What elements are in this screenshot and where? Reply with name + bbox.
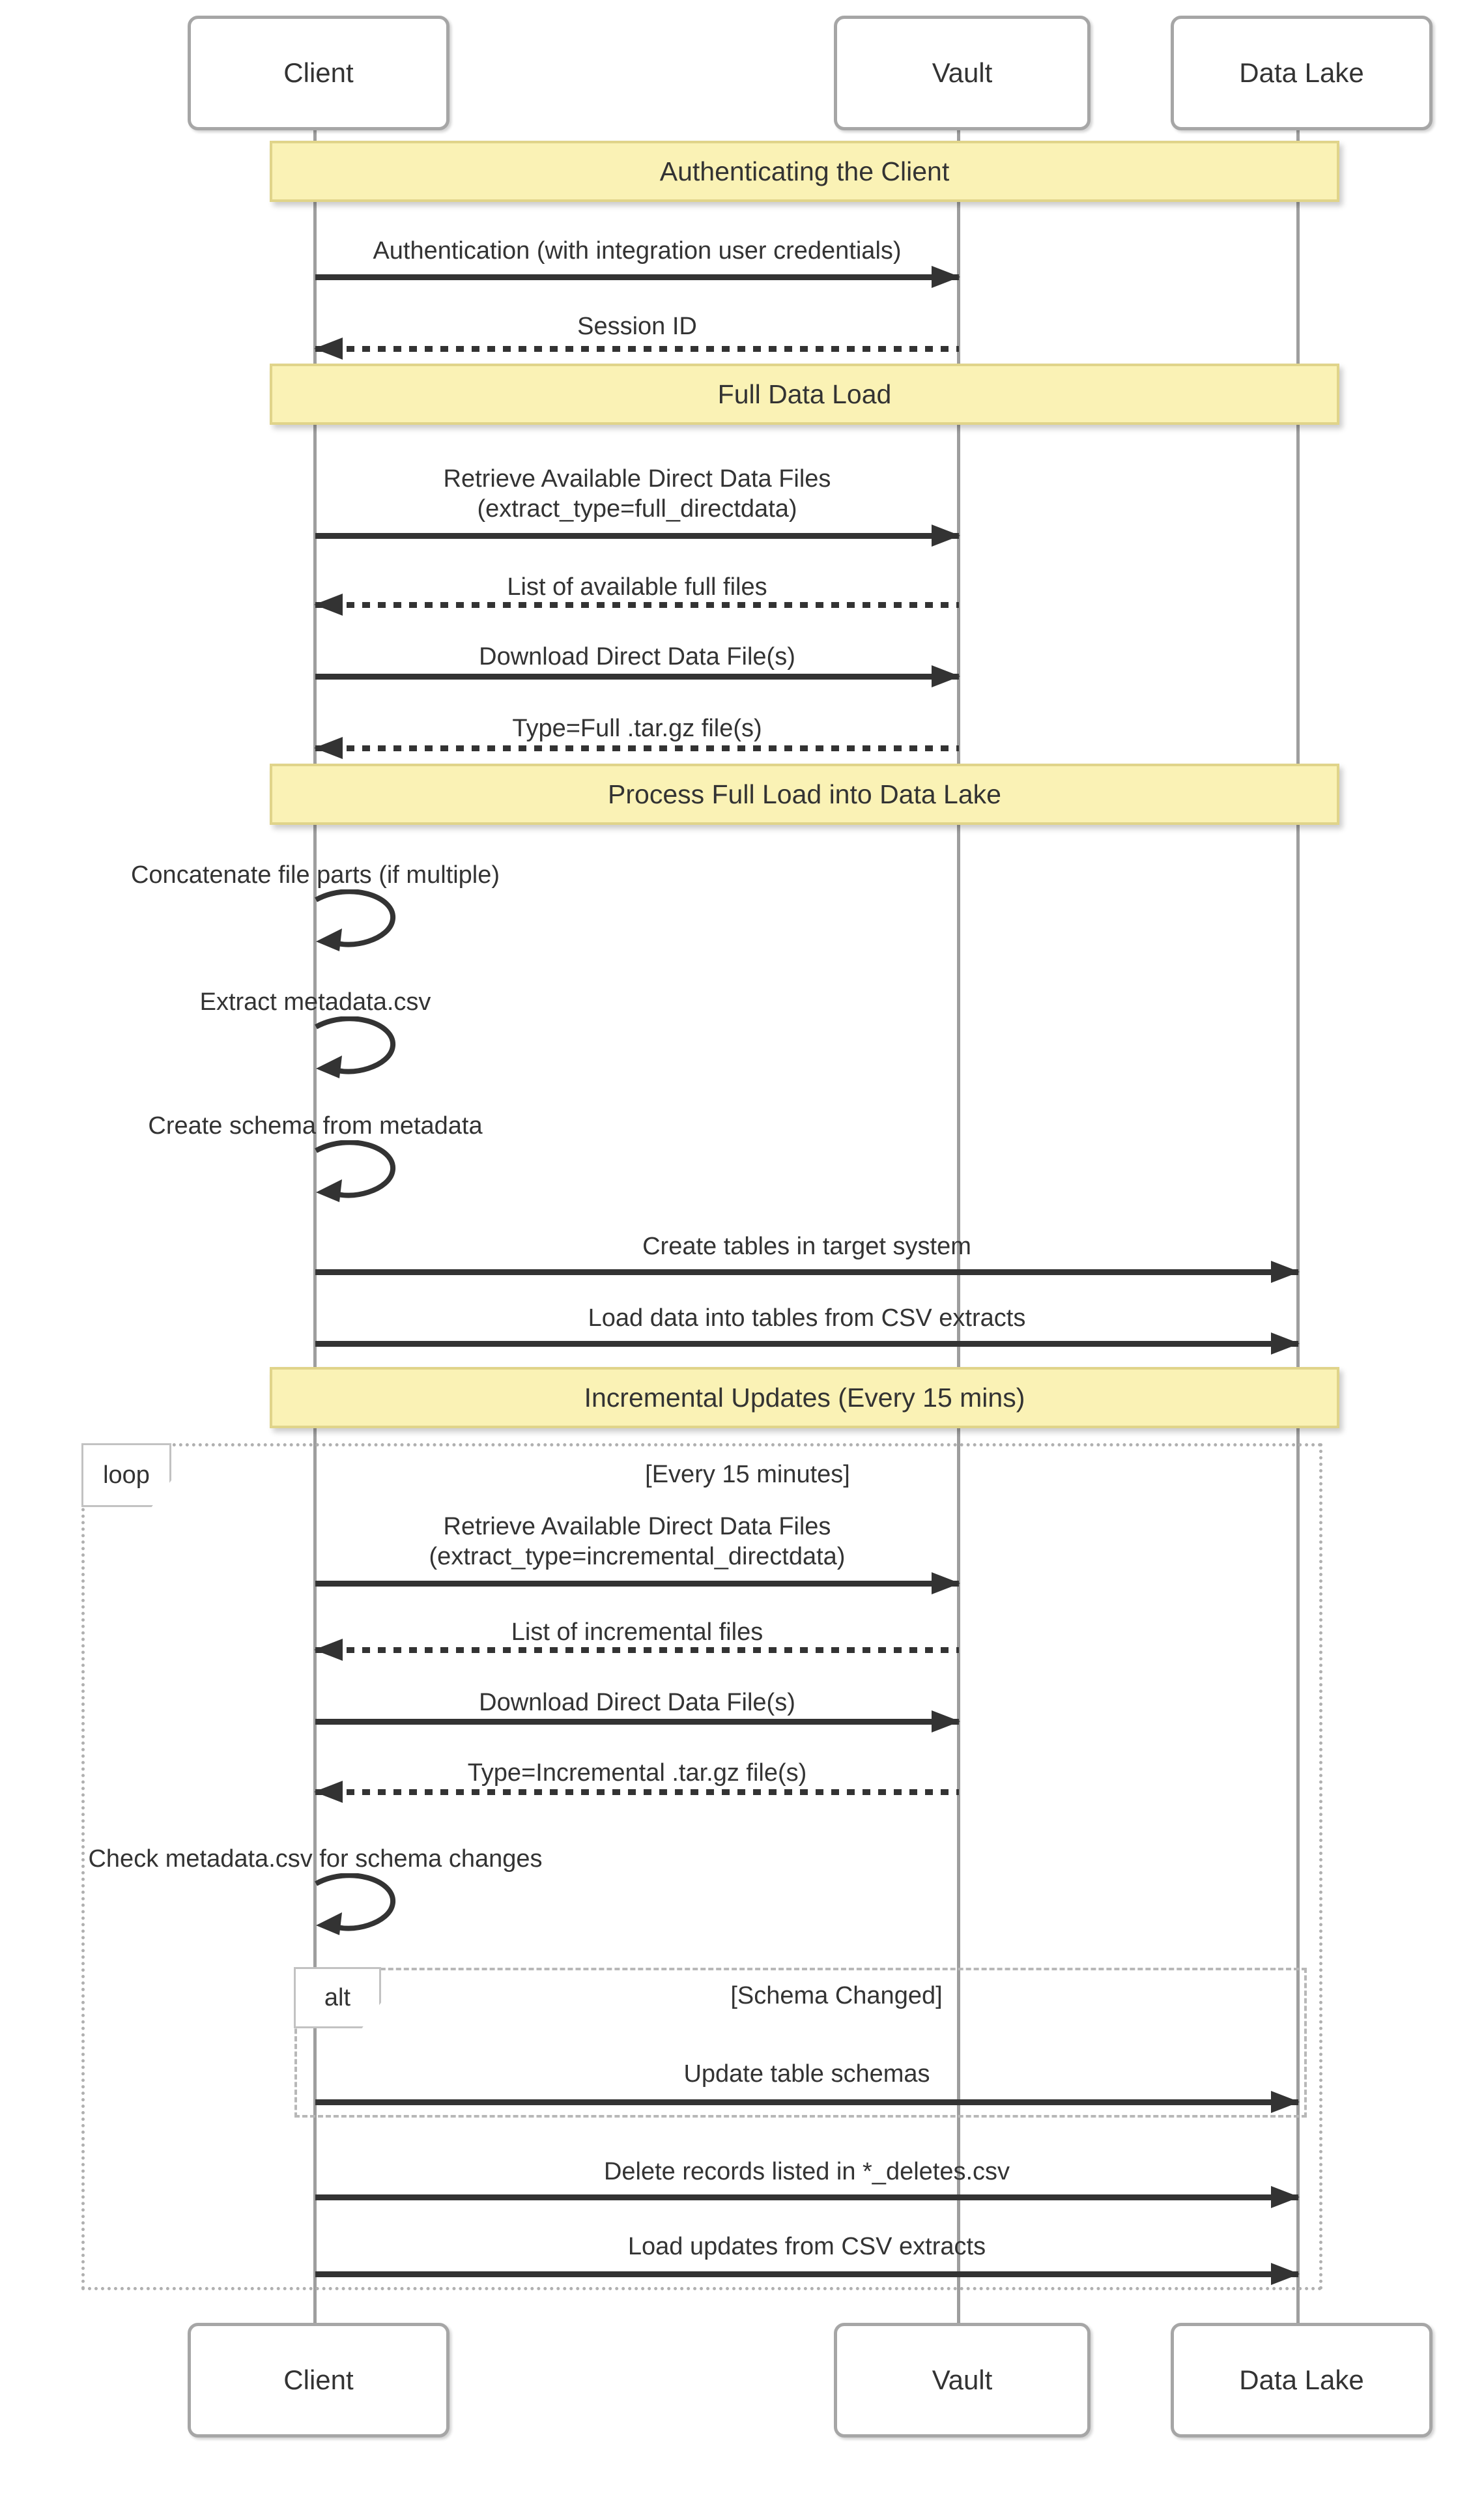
section-title: Authenticating the Client [659,156,950,186]
section-title: Process Full Load into Data Lake [608,779,1001,809]
message-arrow-download-files [315,665,960,687]
message-arrow-retrieve-incremental [315,1572,960,1594]
arrowhead-left-icon [314,594,343,616]
self-loop-arrow-icon [315,1016,395,1078]
arrowhead-left-icon [314,1639,343,1661]
message-label-download-files: Download Direct Data File(s) [479,643,795,670]
message-label-load-data: Load data into tables from CSV extracts [588,1304,1026,1332]
actor-box-data-lake-top: Data Lake [1171,16,1433,130]
section-band-process-full-load: Process Full Load into Data Lake [270,764,1339,825]
message-label-type-incremental: Type=Incremental .tar.gz file(s) [467,1759,807,1787]
message-arrow-retrieve-full [315,525,960,547]
arrowhead-left-icon [314,338,343,360]
message-label-authentication: Authentication (with integration user cr… [373,237,902,265]
message-label-line1: Retrieve Available Direct Data Files [443,465,831,493]
section-band-authenticating: Authenticating the Client [270,141,1339,202]
message-label-download-incremental: Download Direct Data File(s) [479,1689,795,1716]
alt-label: alt [324,1983,351,2011]
lifeline-vault [957,124,960,2323]
message-label-delete-records: Delete records listed in *_deletes.csv [603,2158,1010,2185]
alt-label-tab: alt [294,1967,381,2028]
loop-frame: loop [81,1443,1322,2290]
self-message-label-extract-metadata: Extract metadata.csv [199,988,431,1016]
arrowhead-left-icon [314,1781,343,1803]
message-arrow-session-id [314,338,959,360]
arrowhead-right-icon [932,525,960,547]
message-label-create-tables: Create tables in target system [642,1233,971,1260]
actor-label: Vault [932,2365,993,2395]
message-label-retrieve-full: Retrieve Available Direct Data Files (ex… [315,464,959,524]
self-message-label-check-metadata: Check metadata.csv for schema changes [88,1845,543,1873]
lifeline-client [313,124,317,2323]
section-title: Incremental Updates (Every 15 mins) [584,1382,1025,1413]
lifeline-data-lake [1296,124,1300,2323]
alt-frame: alt [294,1967,1307,2118]
section-band-full-data-load: Full Data Load [270,364,1339,425]
message-label-update-schemas: Update table schemas [683,2060,930,2088]
self-loop-arrow-icon [315,1873,395,1935]
message-label-line1: Retrieve Available Direct Data Files [443,1513,831,1540]
message-arrow-list-full-files [314,594,959,616]
arrowhead-right-icon [1271,2186,1300,2208]
section-band-incremental-updates: Incremental Updates (Every 15 mins) [270,1367,1339,1428]
message-arrow-authentication [315,266,960,288]
alt-guard-text: [Schema Changed] [730,1982,943,2009]
arrowhead-right-icon [1271,1332,1300,1355]
actor-label: Data Lake [1239,57,1364,88]
actor-box-vault-bottom: Vault [834,2323,1091,2437]
arrowhead-right-icon [932,1572,960,1594]
actor-box-vault-top: Vault [834,16,1091,130]
message-arrow-type-full [314,737,959,759]
arrowhead-right-icon [932,1710,960,1733]
message-arrow-download-incremental [315,1710,960,1733]
message-label-type-full: Type=Full .tar.gz file(s) [512,715,762,742]
loop-label: loop [103,1461,150,1489]
message-label-retrieve-incremental: Retrieve Available Direct Data Files (ex… [315,1512,959,1572]
message-label-load-updates: Load updates from CSV extracts [627,2233,986,2260]
actor-box-data-lake-bottom: Data Lake [1171,2323,1433,2437]
arrowhead-right-icon [932,266,960,288]
actor-box-client-top: Client [188,16,449,130]
self-loop-arrow-icon [315,889,395,951]
message-label-list-incremental: List of incremental files [511,1618,763,1646]
message-arrow-create-tables [315,1261,1300,1283]
message-arrow-type-incremental [314,1781,959,1803]
message-label-list-full-files: List of available full files [507,573,767,601]
arrowhead-right-icon [932,665,960,687]
message-arrow-load-updates [315,2263,1300,2285]
message-label-line2: (extract_type=incremental_directdata) [429,1543,846,1570]
arrowhead-left-icon [314,737,343,759]
message-label-session-id: Session ID [577,313,697,340]
loop-label-tab: loop [81,1443,171,1507]
actor-label: Client [283,2365,354,2395]
loop-guard-text: [Every 15 minutes] [645,1461,850,1488]
arrowhead-right-icon [1271,1261,1300,1283]
message-label-line2: (extract_type=full_directdata) [477,495,797,523]
actor-box-client-bottom: Client [188,2323,449,2437]
self-message-label-concatenate: Concatenate file parts (if multiple) [130,861,500,889]
actor-label: Data Lake [1239,2365,1364,2395]
self-message-label-create-schema: Create schema from metadata [148,1112,483,1140]
message-arrow-update-schemas [315,2091,1300,2113]
arrowhead-right-icon [1271,2263,1300,2285]
arrowhead-right-icon [1271,2091,1300,2113]
actor-label: Vault [932,57,993,88]
message-arrow-list-incremental [314,1639,959,1661]
message-arrow-load-data [315,1332,1300,1355]
section-title: Full Data Load [717,379,892,409]
self-loop-arrow-icon [315,1140,395,1202]
message-arrow-delete-records [315,2186,1300,2208]
actor-label: Client [283,57,354,88]
